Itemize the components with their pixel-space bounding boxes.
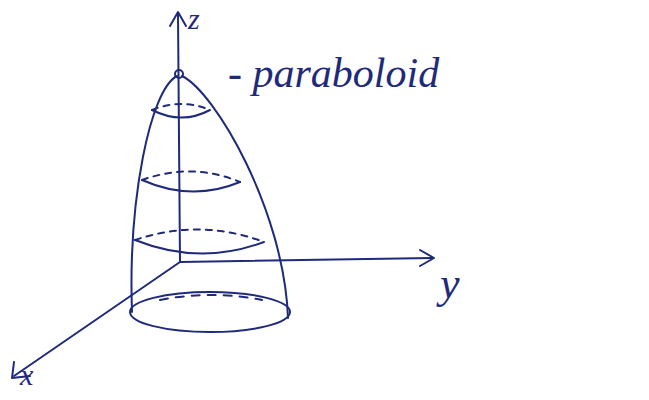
cross-section — [152, 104, 210, 110]
base-ellipse — [130, 292, 290, 332]
z-arrowhead — [170, 12, 186, 26]
axis-label: y — [440, 262, 460, 306]
y-axis — [180, 258, 432, 262]
paraboloid-side — [182, 76, 288, 318]
cross-section — [142, 180, 240, 192]
x-axis — [14, 262, 180, 376]
cross-section — [135, 229, 264, 242]
z-axis — [178, 14, 180, 262]
axis-label: z — [188, 4, 200, 34]
cross-section — [135, 240, 264, 254]
base-dashes — [160, 295, 262, 300]
cross-section — [142, 171, 240, 182]
shape-name: - paraboloid — [228, 52, 439, 94]
axis-label: x — [20, 360, 33, 390]
y-arrowhead — [420, 250, 434, 266]
cross-section — [152, 110, 210, 118]
